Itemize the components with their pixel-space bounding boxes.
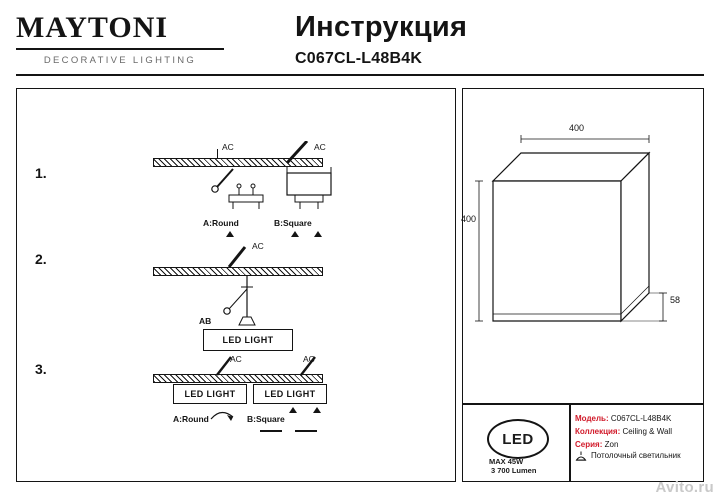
step-1-arrow-b1 (291, 231, 299, 237)
spec-vertical-divider (569, 403, 571, 481)
step-1-round-bracket-drawing (211, 168, 264, 209)
header-divider (16, 74, 704, 76)
step-1-b-square-label: B:Square (274, 218, 312, 228)
step-3-dash-2 (295, 430, 317, 432)
step-1-ac-lead-left (217, 149, 219, 159)
product-code: C067CL-L48B4K (295, 50, 423, 67)
spec-key-collection: Коллекция: (575, 427, 621, 436)
step-3-arrow-up-2 (313, 407, 321, 413)
step-3-ceiling (153, 374, 323, 383)
step-1-square-bracket-drawing (286, 167, 332, 209)
step-1-ceiling (153, 158, 323, 167)
step-3-led-light-box-left: LED LIGHT (173, 384, 247, 404)
step-3-ac-label-right: AC (303, 354, 315, 364)
step-2-number: 2. (35, 251, 47, 267)
step-1-ac-label-right: AC (314, 142, 326, 152)
step-1-a-round-label: A:Round (203, 218, 239, 228)
logo-wordmark: MAYTONI (16, 11, 169, 44)
step-3-number: 3. (35, 361, 47, 377)
spec-value-collection: Ceiling & Wall (622, 427, 672, 436)
spec-row-model: Модель: C067CL-L48B4K (575, 412, 672, 425)
step-1-arrow-a (226, 231, 234, 237)
step-2-ab-label: AB (199, 316, 212, 326)
step-1-ac-label-left: AC (222, 142, 234, 152)
step-3-led-light-box-right: LED LIGHT (253, 384, 327, 404)
spec-divider (463, 403, 703, 405)
page-title: Инструкция (295, 11, 468, 43)
spec-product-type: Потолочный светильник (591, 451, 681, 460)
step-3-ac-wire-left (216, 356, 232, 376)
step-3-round-arrow-icon (210, 411, 234, 421)
product-outline-svg (475, 135, 667, 323)
spec-row-collection: Коллекция: Ceiling & Wall (575, 425, 672, 438)
step-3-b-square-label: B:Square (247, 414, 285, 424)
dimension-depth: 58 (670, 295, 681, 305)
watermark: Avito.ru (655, 479, 714, 496)
led-badge: LED (487, 419, 549, 459)
header: MAYTONI DECORATIVE LIGHTING Инструкция C… (0, 0, 720, 78)
logo-rule (16, 48, 224, 50)
step-3-ac-label-left: AC (230, 354, 242, 364)
step-2-ceiling (153, 267, 323, 276)
spec-value-series: Zon (604, 440, 619, 449)
title-block: Инструкция C067CL-L48B4K (295, 10, 467, 68)
dimension-left: 400 (461, 214, 477, 224)
dimension-top: 400 (569, 123, 585, 133)
logo-tagline: DECORATIVE LIGHTING (43, 55, 197, 66)
spec-key-series: Серия: (575, 440, 603, 449)
spec-block: LED MAX 45W 3 700 Lumen Модель: C067CL-L… (463, 403, 703, 481)
spec-rows: Модель: C067CL-L48B4K Коллекция: Ceiling… (575, 412, 672, 451)
step-1-number: 1. (35, 165, 47, 181)
spec-row-series: Серия: Zon (575, 438, 672, 451)
spec-value-model: C067CL-L48B4K (610, 414, 672, 423)
step-1-arrow-b2 (314, 231, 322, 237)
maytoni-logo: MAYTONI DECORATIVE LIGHTING (16, 12, 246, 66)
step-2-fixture-drawing (223, 275, 256, 326)
spec-key-model: Модель: (575, 414, 609, 423)
step-3-ac-wire-right (300, 356, 316, 376)
step-1-ac-wire-right (285, 141, 309, 165)
led-lumen: 3 700 Lumen (491, 466, 537, 475)
step-3-a-round-label: A:Round (173, 414, 209, 424)
step-2-ac-label: AC (252, 241, 264, 251)
led-max-watt: MAX 45W (489, 457, 524, 466)
ceiling-lamp-icon (575, 451, 587, 461)
step-3-arrow-up-1 (289, 407, 297, 413)
installation-steps-panel: 1. AC AC A:Round (16, 88, 456, 482)
step-3-dash-1 (260, 430, 282, 432)
step-2-ac-wire (227, 246, 247, 268)
step-2-led-light-box: LED LIGHT (203, 329, 293, 351)
product-panel: 400 400 58 LED MAX 45W 3 700 Lumen Модел… (461, 88, 704, 482)
